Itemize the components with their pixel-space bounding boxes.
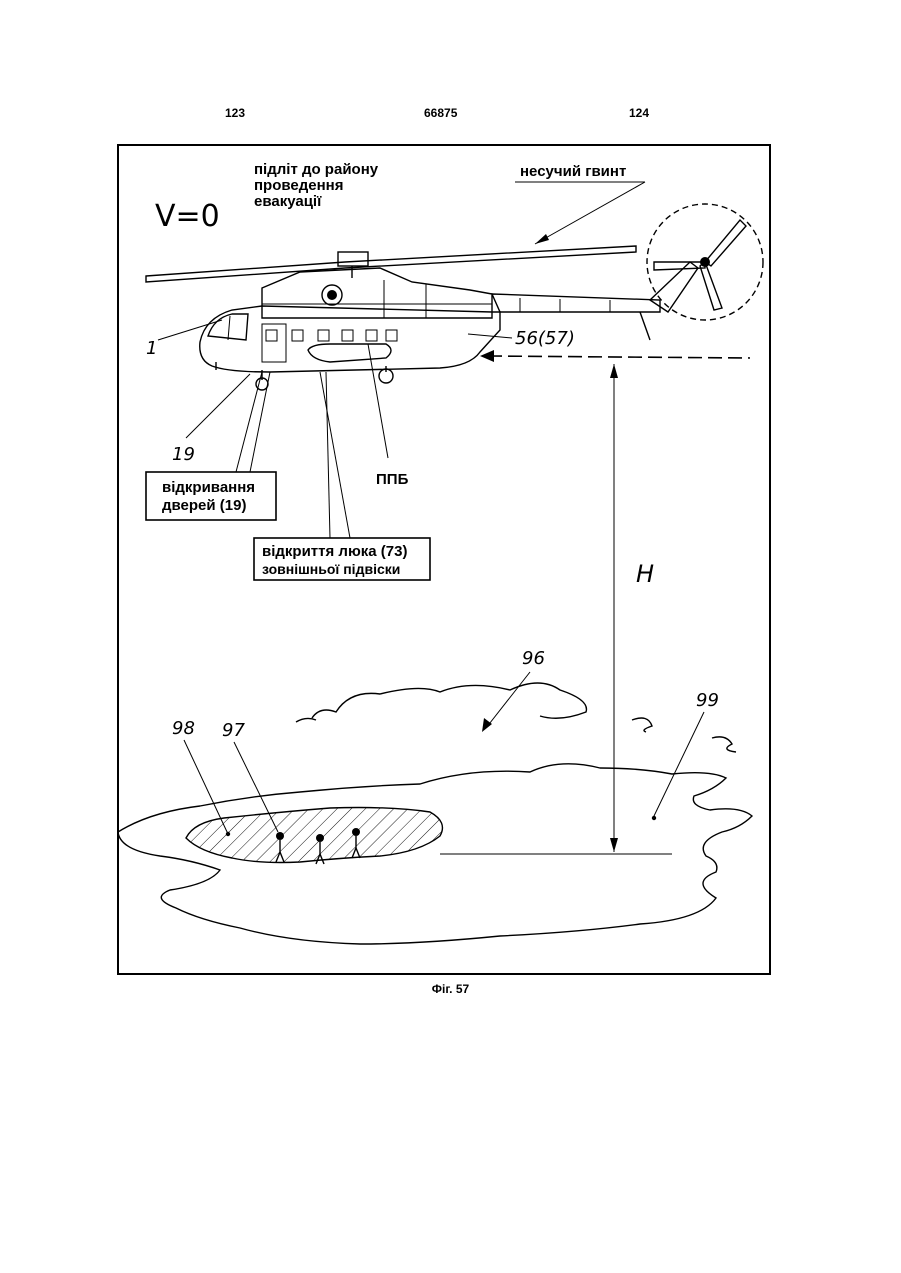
- callout-96-leader: [486, 672, 530, 728]
- rotor-pointer-arrowhead: [535, 234, 549, 244]
- hatch-leader-1: [326, 372, 330, 538]
- callout-98-leader: [184, 740, 228, 834]
- callout-96: 96: [522, 648, 545, 669]
- hatch-opening-line2: зовнішньої підвіски: [262, 561, 400, 577]
- callout-99-leader: [654, 712, 704, 816]
- ppb-leader: [368, 344, 388, 458]
- figure-caption: Фіг. 57: [0, 982, 901, 996]
- door-opening-line1: відкривання: [162, 479, 255, 496]
- island-area: [186, 808, 442, 863]
- door-leader-1: [236, 372, 262, 472]
- rotor-label: несучий гвинт: [520, 163, 626, 180]
- callout-1: 1: [146, 338, 157, 359]
- door-opening-line2: дверей (19): [162, 497, 246, 514]
- rotor-pointer: [535, 182, 645, 244]
- callout-19: 19: [172, 444, 195, 465]
- door-leader-2: [250, 372, 270, 472]
- ppb-label: ППБ: [376, 471, 409, 488]
- hatch-opening-line1: відкриття люка (73): [262, 543, 407, 560]
- height-arrow-bottom: [610, 838, 618, 852]
- approach-label-line2: проведення: [254, 177, 344, 194]
- terrain-mark-left: [296, 718, 316, 722]
- main-rotor: [146, 246, 636, 282]
- hatch-leader-2: [320, 372, 350, 538]
- callout-98: 98: [172, 718, 195, 739]
- approach-label-line1: підліт до району: [254, 161, 379, 178]
- approach-label-line3: евакуації: [254, 193, 322, 210]
- terrain-mark-right: [632, 718, 652, 732]
- flight-direction-arrowhead: [480, 350, 494, 362]
- callout-99: 99: [696, 690, 719, 711]
- callout-98-dot: [226, 832, 230, 836]
- callout-97: 97: [222, 720, 245, 741]
- speed-label: V=0: [155, 199, 220, 234]
- terrain-mark-far-right: [712, 737, 736, 752]
- callout-96-arrowhead: [482, 718, 492, 732]
- helicopter: [200, 262, 698, 390]
- callout-56-leader: [468, 334, 512, 338]
- callout-99-dot: [652, 816, 656, 820]
- flight-direction-line: [488, 356, 750, 358]
- callout-56-57: 56(57): [515, 328, 575, 349]
- callout-19-leader: [186, 374, 250, 438]
- terrain-distant: [312, 683, 586, 718]
- height-arrow-top: [610, 364, 618, 378]
- tail-rotor: [647, 204, 763, 320]
- height-label: H: [636, 560, 654, 588]
